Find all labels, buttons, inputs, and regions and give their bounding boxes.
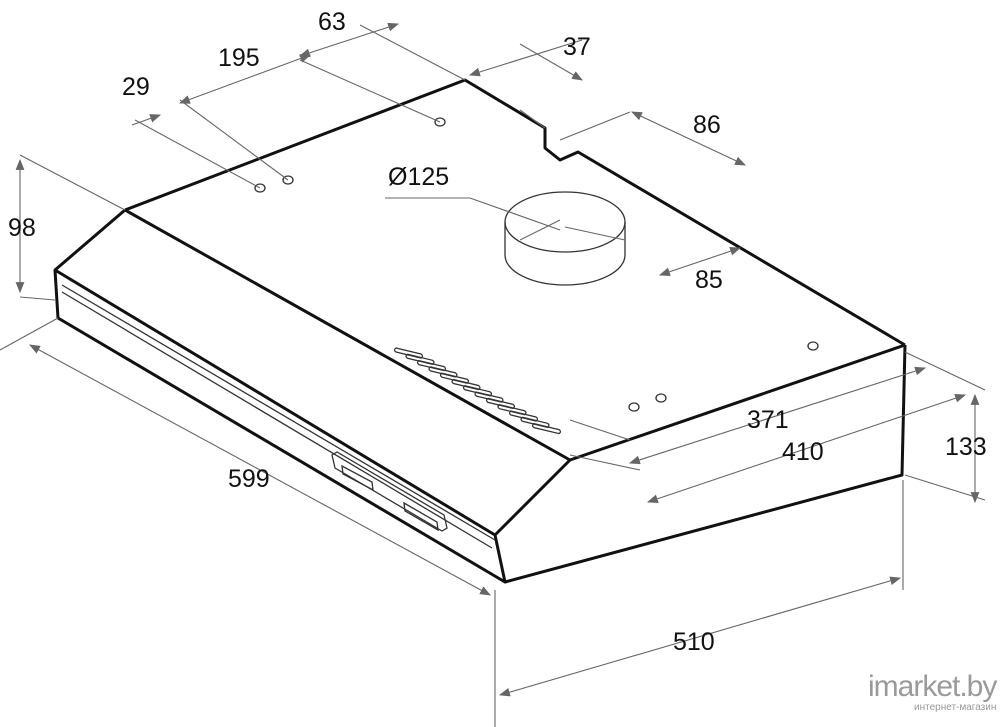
hood-outline — [53, 78, 907, 584]
watermark-tagline: интернет-магазин — [914, 702, 997, 713]
dim-85: 85 — [695, 266, 723, 294]
dim-195: 195 — [218, 44, 260, 72]
dim-599: 599 — [228, 465, 270, 493]
dim-86: 86 — [693, 111, 721, 139]
dimension-lines — [0, 22, 986, 727]
watermark-logo: imarket.by интернет-магазин — [868, 670, 997, 714]
dim-29: 29 — [122, 73, 150, 101]
dim-133: 133 — [945, 433, 987, 461]
dim-510: 510 — [673, 628, 715, 656]
watermark-brand: imarket.by — [868, 670, 997, 703]
dim-diameter-125: Ø125 — [388, 163, 450, 191]
dim-37: 37 — [563, 33, 591, 61]
vent-slots — [393, 347, 562, 435]
dim-63: 63 — [318, 8, 346, 36]
dim-410: 410 — [782, 438, 824, 466]
duct-collar — [504, 191, 626, 286]
vent-slot — [531, 422, 562, 435]
dim-371: 371 — [747, 406, 789, 434]
dim-98: 98 — [8, 214, 36, 242]
mounting-holes — [254, 117, 819, 412]
